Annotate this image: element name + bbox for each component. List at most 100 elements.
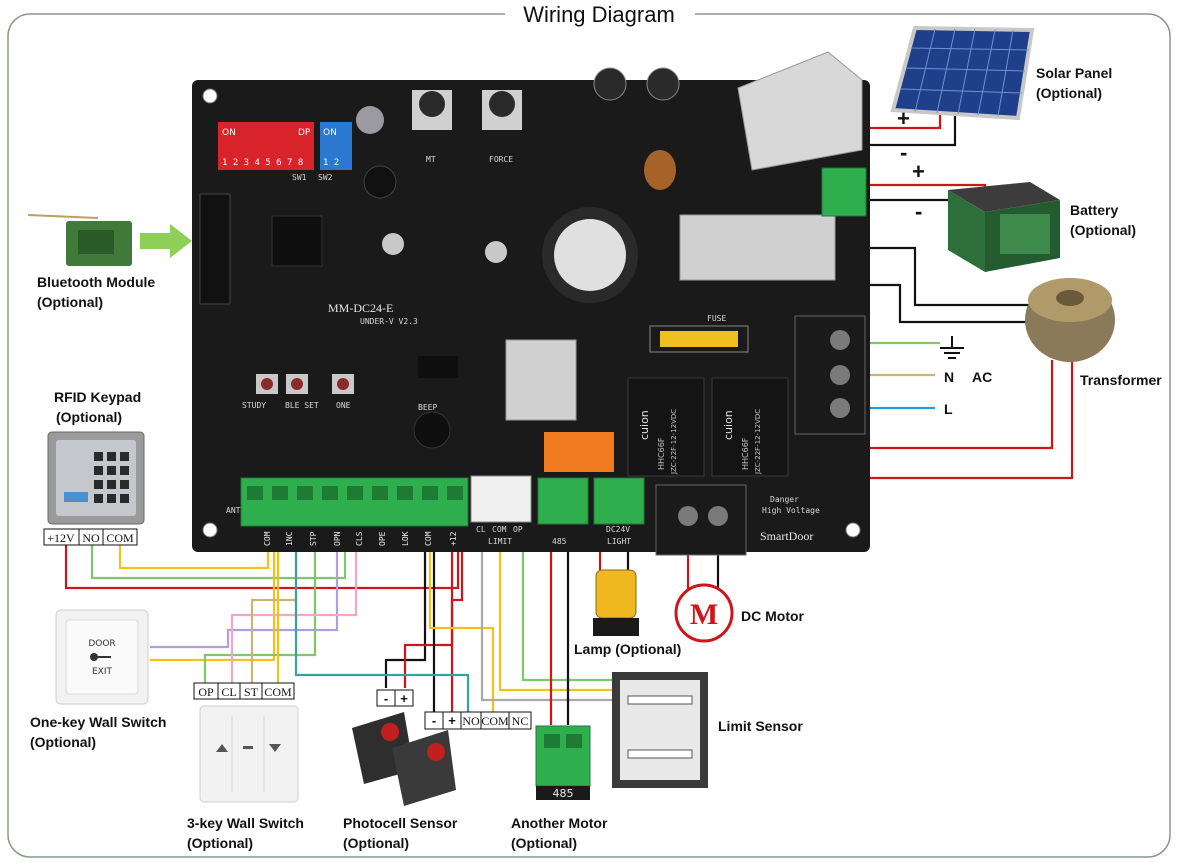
wire-photo-com (428, 540, 495, 712)
svg-text:-: - (384, 691, 388, 706)
svg-text:1 2 3 4 5 6 7 8: 1 2 3 4 5 6 7 8 (222, 158, 303, 168)
one-key-optional: (Optional) (30, 734, 96, 750)
brand-label: SmartDoor (760, 529, 813, 543)
wire-limit-op (480, 540, 615, 702)
potentiometer-force: FORCE (482, 90, 522, 164)
board-version: UNDER-V V2.3 (360, 317, 418, 326)
svg-text:1 2: 1 2 (323, 158, 339, 168)
rfid-optional: (Optional) (56, 409, 122, 425)
svg-text:COM: COM (264, 685, 292, 699)
wire-onekey-purple (150, 540, 339, 649)
dip-switch-sw1: ON DP 1 2 3 4 5 6 7 8 SW1 (218, 122, 314, 182)
solar-plus: + (897, 106, 910, 131)
fuse-label: FUSE (707, 314, 726, 323)
wire-solar-black (865, 110, 957, 147)
wire-rfid-12v (64, 540, 460, 590)
svg-text:FORCE: FORCE (489, 155, 513, 164)
svg-text:1NC: 1NC (285, 531, 294, 546)
exit-text: EXIT (92, 667, 113, 677)
svg-text:+: + (400, 691, 408, 706)
svg-text:-: - (432, 713, 436, 728)
beep-label: BEEP (418, 403, 437, 412)
wire-3key-cl (230, 540, 358, 683)
wire-transformer-sec1 (870, 246, 1030, 307)
battery: + - Battery (Optional) (912, 159, 1136, 272)
one-key-label: One-key Wall Switch (30, 714, 166, 730)
another-motor-optional: (Optional) (511, 835, 577, 851)
high-voltage-label: High Voltage (762, 506, 820, 515)
key-icon (90, 653, 111, 661)
wire-photo-no (294, 540, 470, 712)
dc-motor: M DC Motor (674, 583, 805, 643)
svg-text:COM: COM (263, 531, 272, 546)
svg-text:STP: STP (309, 531, 318, 546)
ac-l-label: L (944, 401, 953, 417)
limit-sensor: Limit Sensor (612, 672, 803, 788)
wire-photo-power-pos (403, 540, 454, 688)
svg-text:OPN: OPN (333, 531, 342, 546)
wire-3key-op (203, 540, 317, 683)
potentiometer-mt: MT (412, 90, 452, 164)
ac-input: N AC L (940, 336, 992, 417)
diagram-title: Wiring Diagram (523, 2, 675, 27)
another-motor-label: Another Motor (511, 815, 608, 831)
photocell-optional: (Optional) (343, 835, 409, 851)
svg-text:cuion: cuion (722, 410, 735, 440)
wire-battery-black (868, 198, 962, 210)
rfid-label: RFID Keypad (54, 389, 141, 405)
solar-optional: (Optional) (1036, 85, 1102, 101)
svg-text:DP: DP (298, 128, 311, 138)
wire-photo-pos (450, 540, 464, 712)
svg-text:JZC-22F-12-12VDC: JZC-22F-12-12VDC (754, 409, 762, 475)
transformer: Transformer (1025, 278, 1162, 388)
arrow-icon (140, 224, 192, 258)
battery-plus: + (912, 159, 925, 184)
svg-text:MT: MT (426, 155, 436, 164)
another-motor: 485 Another Motor (Optional) (511, 725, 608, 851)
rs485-label: 485 (552, 537, 567, 546)
another-motor-caption: 485 (553, 787, 574, 800)
svg-text:CL: CL (221, 685, 236, 699)
limit-sensor-label: Limit Sensor (718, 718, 803, 734)
svg-text:SW2: SW2 (318, 173, 333, 182)
battery-optional: (Optional) (1070, 222, 1136, 238)
solar-label: Solar Panel (1036, 65, 1112, 81)
board-model: MM-DC24-E (328, 301, 393, 315)
rfid-terminal-no: NO (82, 531, 100, 545)
button-one-label: ONE (336, 401, 351, 410)
ant-label: ANT (226, 506, 241, 515)
battery-minus: - (915, 199, 922, 224)
bluetooth-optional: (Optional) (37, 294, 103, 310)
solar-panel: + - Solar Panel (Optional) (890, 25, 1112, 165)
svg-text:JZC-22F-12-12VDC: JZC-22F-12-12VDC (670, 409, 678, 475)
rfid-terminal-12v: +12V (47, 531, 75, 545)
motor-symbol: M (690, 598, 718, 631)
ac-n-label: N (944, 369, 954, 385)
board-buttons: STUDY BLE SET ONE BEEP (242, 374, 451, 449)
wire-limit-cl (521, 540, 615, 682)
transformer-label: Transformer (1080, 372, 1162, 388)
rfid-terminal-strip: +12V NO COM (43, 528, 138, 546)
wire-transformer-pri2 (860, 360, 1074, 480)
lamp: Lamp (Optional) (574, 569, 681, 657)
stop-icon (243, 746, 253, 749)
bluetooth-label: Bluetooth Module (37, 274, 155, 290)
svg-text:+: + (448, 713, 456, 728)
svg-text:SW1: SW1 (292, 173, 307, 182)
rfid-keypad: RFID Keypad (Optional) +12V NO COM (43, 389, 145, 546)
light-label: LIGHT (607, 537, 631, 546)
rfid-terminal-com: COM (106, 531, 134, 545)
limit-connector: CL COM OP LIMIT (470, 475, 532, 546)
earth-icon (940, 336, 964, 359)
up-arrow-icon (216, 744, 228, 752)
wire-onekey-yellow (150, 540, 276, 662)
svg-text:OP: OP (513, 525, 523, 534)
down-arrow-icon (269, 744, 281, 752)
door-text: DOOR (88, 639, 115, 649)
button-ble-set-label: BLE SET (285, 401, 319, 410)
svg-text:COM: COM (481, 714, 509, 728)
wire-rfid-no (90, 540, 347, 580)
photocell-power-strip: - + (376, 689, 414, 707)
svg-text:NO: NO (462, 714, 480, 728)
